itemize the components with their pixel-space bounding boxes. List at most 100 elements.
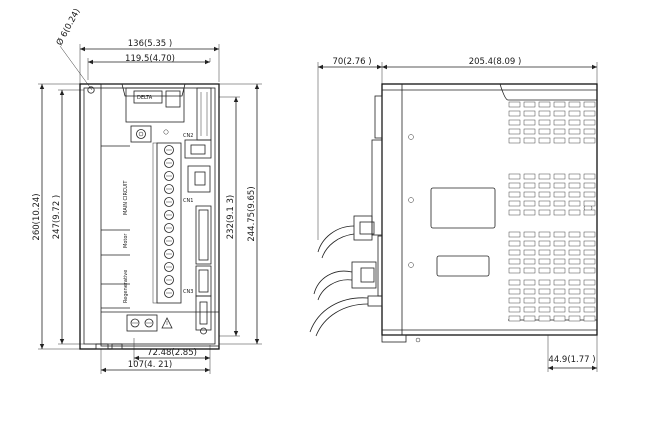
- vent-slot: [508, 200, 521, 207]
- vent-slot: [538, 137, 551, 144]
- vent-slot: [508, 128, 521, 135]
- vent-slot: [508, 137, 521, 144]
- side-label-plate: [430, 187, 496, 229]
- vent-slot: [523, 101, 536, 108]
- vent-slot: [583, 200, 596, 207]
- vent-slot: [553, 182, 566, 189]
- dim-overall-height: 260(10.24): [32, 83, 80, 350]
- vent-slot: [568, 200, 581, 207]
- vent-slot: [568, 288, 581, 295]
- vent-slot: [553, 231, 566, 238]
- brand-label: DELTA: [137, 95, 153, 101]
- vent-slot: [538, 231, 551, 238]
- vent-slot: [583, 279, 596, 286]
- vent-slot: [538, 267, 551, 274]
- vent-slot: [538, 101, 551, 108]
- dim-mount-height-label: 232(9.1 3): [226, 195, 236, 239]
- dim-mount-height: 232(9.1 3): [219, 96, 240, 337]
- vent-slot: [553, 128, 566, 135]
- front-housing: DELTA MAIN CIRCUIT Motor Regenerative: [79, 83, 220, 350]
- terminal-screw-icon: [164, 171, 174, 181]
- vent-slot: [523, 297, 536, 304]
- cable-connector: [353, 215, 373, 241]
- terminal-screws: [164, 145, 174, 298]
- vent-slot: [523, 182, 536, 189]
- vent-slot: [553, 297, 566, 304]
- vent-slot: [508, 297, 521, 304]
- vent-slot: [553, 306, 566, 313]
- vent-slot: [568, 249, 581, 256]
- vent-slot: [523, 200, 536, 207]
- vent-slot: [553, 209, 566, 216]
- vent-slot: [523, 267, 536, 274]
- terminal-screw-icon: [164, 223, 174, 233]
- vent-slot: [553, 267, 566, 274]
- vent-slot: [568, 101, 581, 108]
- vent-slot: [553, 279, 566, 286]
- dim-bottom-width-label: 107(4. 21): [128, 360, 172, 370]
- vent-slot: [508, 240, 521, 247]
- vent-slot: [568, 240, 581, 247]
- vent-slot: [583, 297, 596, 304]
- vent-slot: [583, 137, 596, 144]
- terminal-screw-icon: [164, 262, 174, 272]
- terminal-screw-icon: [164, 236, 174, 246]
- vent-slot: [508, 258, 521, 265]
- cn1-label: CN1: [183, 198, 193, 204]
- side-body: [371, 83, 598, 343]
- vent-slot: [583, 110, 596, 117]
- vent-slot: [523, 258, 536, 265]
- vent-slot: [568, 279, 581, 286]
- ground-screw-icon: [130, 318, 140, 328]
- side-label-plate: [436, 255, 490, 277]
- vent-slot: [538, 258, 551, 265]
- cable-connector: [351, 261, 377, 289]
- side-view: 70(2.76 ) 205.4(8.09 ): [309, 57, 598, 372]
- vent-slot: [553, 240, 566, 247]
- dim-hole-diameter: Ø 6(0.24): [54, 7, 93, 91]
- vent-slot: [523, 306, 536, 313]
- vent-slot: [583, 209, 596, 216]
- cn2-connector: [190, 144, 206, 155]
- vent-slot: [583, 231, 596, 238]
- vent-slot: [583, 267, 596, 274]
- terminal-screw-icon: [164, 249, 174, 259]
- cn3-connector: [196, 87, 212, 141]
- dim-body-depth-label: 205.4(8.09 ): [469, 57, 522, 67]
- vent-slot: [553, 249, 566, 256]
- vent-slot: [583, 240, 596, 247]
- vent-slot: [553, 288, 566, 295]
- vent-slot: [583, 119, 596, 126]
- vent-slot: [523, 240, 536, 247]
- dim-inner-height-label: 247(9.72 ): [52, 195, 62, 239]
- vent-slot: [538, 315, 551, 322]
- vent-slot: [568, 209, 581, 216]
- terminal-screw-icon: [164, 288, 174, 298]
- vent-slot: [523, 128, 536, 135]
- vent-slot: [568, 110, 581, 117]
- terminal-block: [156, 142, 182, 304]
- regenerative-label: Regenerative: [123, 270, 129, 303]
- vent-slot: [538, 209, 551, 216]
- front-view: 136(5.35 ) 119.5(4.70) Ø 6(0.24) 260(10.…: [32, 7, 262, 374]
- vent-slot: [583, 249, 596, 256]
- vent-slot: [568, 267, 581, 274]
- vent-slot: [583, 128, 596, 135]
- vent-slot: [508, 182, 521, 189]
- vent-slot: [568, 306, 581, 313]
- vent-slot: [523, 249, 536, 256]
- vent-slot: [568, 231, 581, 238]
- cn2-label: CN2: [183, 133, 193, 139]
- dim-mount-spacing: 119.5(4.70): [87, 54, 211, 80]
- vent-slot: [553, 191, 566, 198]
- vent-slot: [538, 279, 551, 286]
- terminal-screw-icon: [164, 197, 174, 207]
- vent-slot: [508, 288, 521, 295]
- vent-slot: [538, 288, 551, 295]
- vent-slot: [568, 137, 581, 144]
- vent-slot: [508, 191, 521, 198]
- vent-slot: [568, 297, 581, 304]
- dim-inner-height: 247(9.72 ): [52, 89, 84, 345]
- cn1-connector: [198, 209, 209, 261]
- vent-slot: [538, 110, 551, 117]
